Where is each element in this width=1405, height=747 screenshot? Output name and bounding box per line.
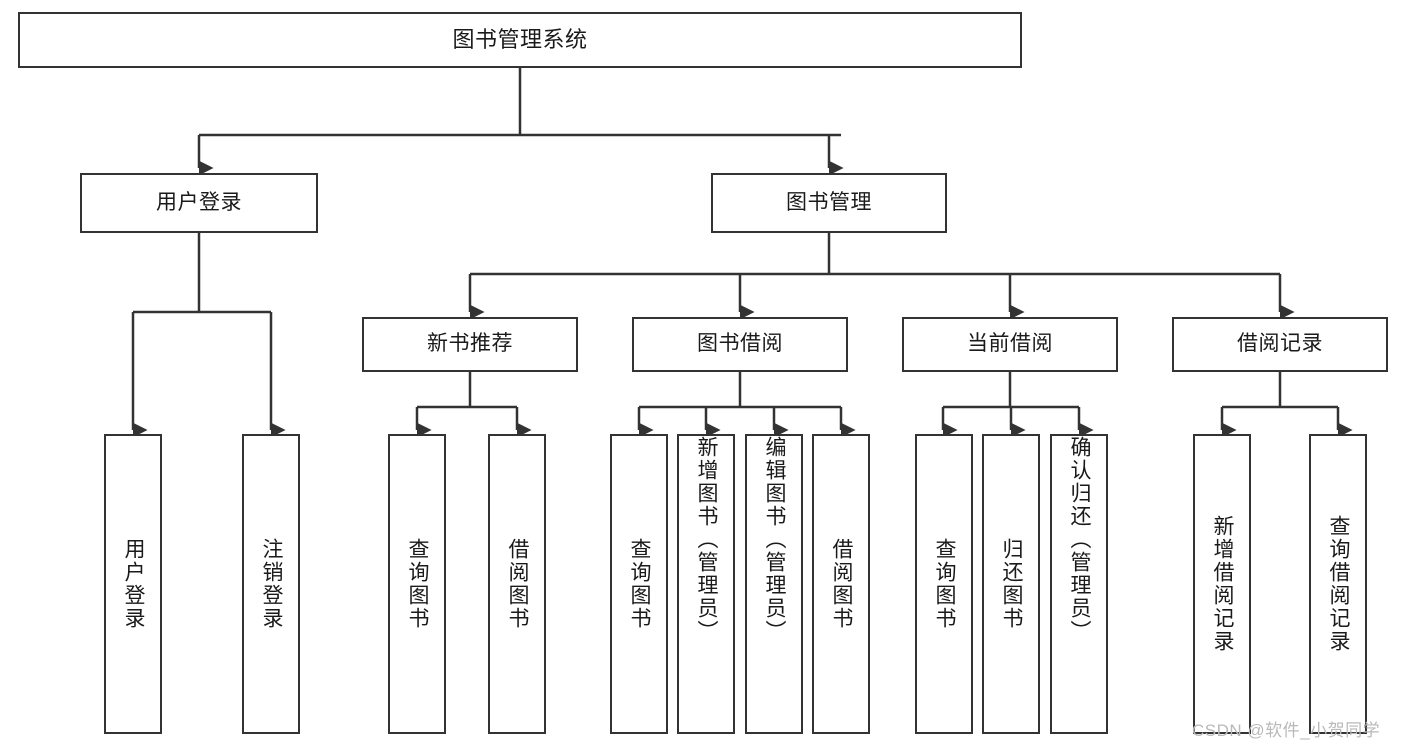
- csdn-watermark: CSDN @软件_小贺同学: [1192, 721, 1381, 740]
- leaf-query-book-borrow[interactable]: 查询图书: [610, 434, 668, 734]
- node-label: 图书管理: [786, 190, 872, 214]
- node-label: 当前借阅: [967, 332, 1053, 356]
- node-label: 注销登录: [260, 538, 284, 630]
- node-label: 新增借阅记录: [1211, 515, 1235, 653]
- node-borrow-records[interactable]: 借阅记录: [1172, 317, 1388, 372]
- node-current-borrow[interactable]: 当前借阅: [902, 317, 1118, 372]
- node-root-system[interactable]: 图书管理系统: [18, 12, 1022, 68]
- node-label: 归还图书: [1000, 538, 1024, 630]
- node-user-login[interactable]: 用户登录: [80, 173, 318, 233]
- node-book-borrow[interactable]: 图书借阅: [632, 317, 848, 372]
- node-label: 图书借阅: [697, 332, 783, 356]
- node-label: 借阅图书: [506, 538, 530, 630]
- leaf-query-book-recommend[interactable]: 查询图书: [388, 434, 446, 734]
- node-book-management[interactable]: 图书管理: [711, 173, 947, 233]
- leaf-confirm-return-admin[interactable]: 确认归还（管理员）: [1050, 434, 1108, 734]
- leaf-edit-book-admin[interactable]: 编辑图书（管理员）: [745, 434, 803, 734]
- node-new-book-recommend[interactable]: 新书推荐: [362, 317, 578, 372]
- leaf-query-book-current[interactable]: 查询图书: [915, 434, 973, 734]
- node-label: 新书推荐: [427, 332, 513, 356]
- leaf-borrow-book-recommend[interactable]: 借阅图书: [488, 434, 546, 734]
- node-label: 查询图书: [628, 538, 652, 630]
- node-label: 新增图书（管理员）: [695, 436, 719, 643]
- node-label: 确认归还（管理员）: [1068, 436, 1092, 643]
- node-label: 用户登录: [156, 190, 242, 214]
- leaf-user-login[interactable]: 用户登录: [104, 434, 162, 734]
- node-label: 查询图书: [406, 538, 430, 630]
- leaf-query-borrow-record[interactable]: 查询借阅记录: [1309, 434, 1367, 734]
- node-label: 编辑图书（管理员）: [763, 436, 787, 643]
- leaf-add-borrow-record[interactable]: 新增借阅记录: [1193, 434, 1251, 734]
- leaf-add-book-admin[interactable]: 新增图书（管理员）: [677, 434, 735, 734]
- node-label: 借阅图书: [830, 538, 854, 630]
- node-label: 图书管理系统: [452, 27, 588, 53]
- leaf-borrow-book[interactable]: 借阅图书: [812, 434, 870, 734]
- node-label: 借阅记录: [1237, 332, 1323, 356]
- node-label: 用户登录: [122, 538, 146, 630]
- node-label: 查询图书: [933, 538, 957, 630]
- leaf-return-book[interactable]: 归还图书: [982, 434, 1040, 734]
- node-label: 查询借阅记录: [1327, 515, 1351, 653]
- leaf-logout[interactable]: 注销登录: [242, 434, 300, 734]
